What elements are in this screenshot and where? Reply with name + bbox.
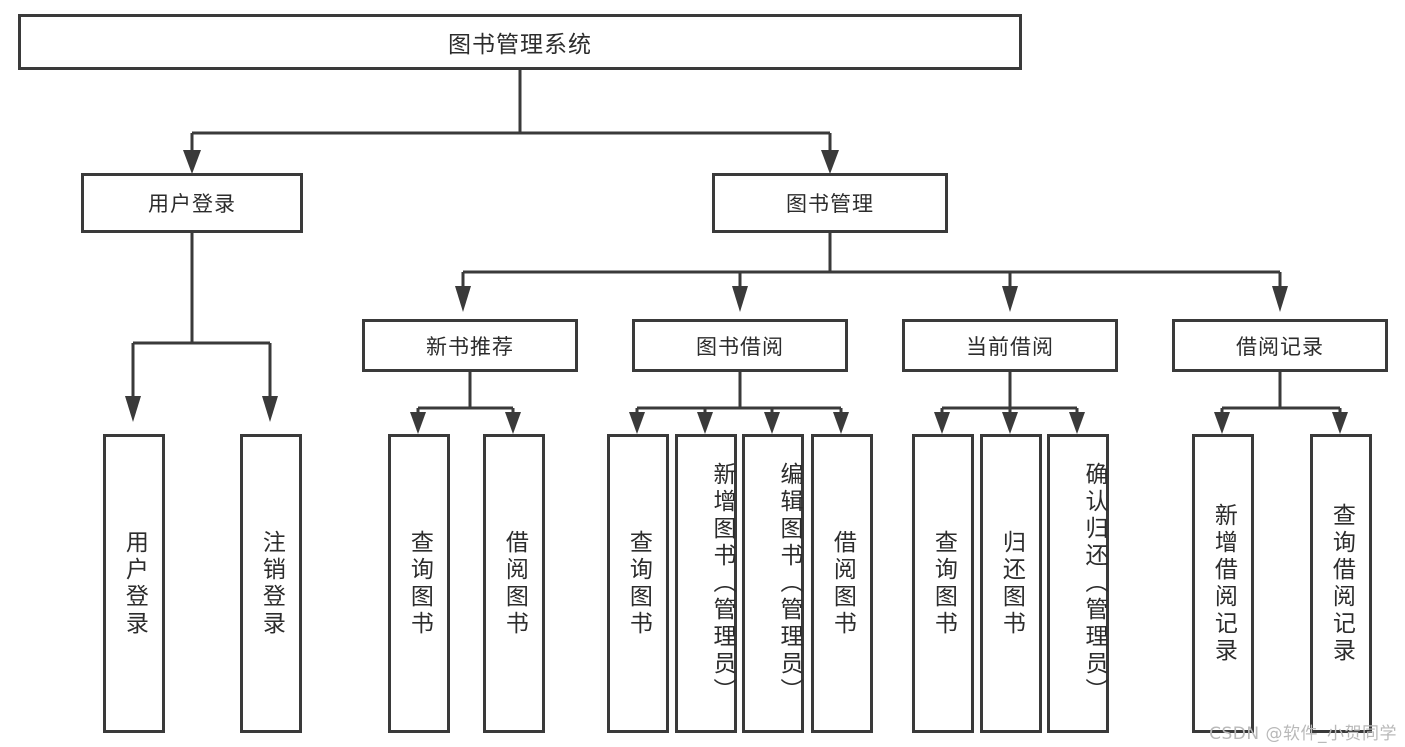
connector-new-book-rec-to-leaves xyxy=(410,372,521,434)
node-label: 借阅图书 xyxy=(829,529,856,638)
node-label: 新增借阅记录 xyxy=(1210,502,1237,665)
node-label: 当前借阅 xyxy=(966,334,1054,359)
node-new-book-recommendation[interactable]: 新书推荐 xyxy=(362,319,578,372)
node-label: 查询图书 xyxy=(406,529,433,638)
leaf-borrow-book-borrow[interactable]: 借阅图书 xyxy=(811,434,873,733)
node-current-borrow[interactable]: 当前借阅 xyxy=(902,319,1118,372)
leaf-borrow-book-new-rec[interactable]: 借阅图书 xyxy=(483,434,545,733)
node-book-management[interactable]: 图书管理 xyxy=(712,173,948,233)
leaf-query-book-current[interactable]: 查询图书 xyxy=(912,434,974,733)
node-label: 新书推荐 xyxy=(426,334,514,359)
node-label: 确认归还（管理员） xyxy=(1081,462,1107,705)
node-user-login[interactable]: 用户登录 xyxy=(81,173,303,233)
connector-borrow-record-to-leaves xyxy=(1214,372,1348,434)
node-label: 图书管理 xyxy=(786,192,874,216)
node-label: 图书借阅 xyxy=(696,334,784,359)
watermark-text: CSDN @软件_小贺同学 xyxy=(1209,724,1397,744)
connector-root-to-level1 xyxy=(183,70,839,174)
connector-book-borrow-to-leaves xyxy=(629,372,849,434)
node-label: 查询图书 xyxy=(625,529,652,638)
node-label: 借阅记录 xyxy=(1236,334,1324,359)
connector-current-borrow-to-leaves xyxy=(934,372,1085,434)
node-book-borrow[interactable]: 图书借阅 xyxy=(632,319,848,372)
node-label: 注销登录 xyxy=(258,529,285,638)
node-label: 归还图书 xyxy=(998,529,1025,638)
leaf-return-book[interactable]: 归还图书 xyxy=(980,434,1042,733)
node-label: 新增图书（管理员） xyxy=(709,462,735,705)
leaf-query-borrow-record[interactable]: 查询借阅记录 xyxy=(1310,434,1372,733)
node-label: 图书管理系统 xyxy=(448,32,592,58)
node-label: 编辑图书（管理员） xyxy=(776,462,802,705)
node-label: 用户登录 xyxy=(121,529,148,638)
leaf-add-book-admin[interactable]: 新增图书（管理员） xyxy=(675,434,737,733)
leaf-user-login[interactable]: 用户登录 xyxy=(103,434,165,733)
leaf-query-book-borrow[interactable]: 查询图书 xyxy=(607,434,669,733)
leaf-add-borrow-record[interactable]: 新增借阅记录 xyxy=(1192,434,1254,733)
node-label: 查询借阅记录 xyxy=(1328,502,1355,665)
connector-book-manage-to-level2 xyxy=(455,233,1288,312)
leaf-confirm-return-admin[interactable]: 确认归还（管理员） xyxy=(1047,434,1109,733)
node-borrow-record[interactable]: 借阅记录 xyxy=(1172,319,1388,372)
leaf-logout[interactable]: 注销登录 xyxy=(240,434,302,733)
node-label: 借阅图书 xyxy=(501,529,528,638)
node-root-book-management-system[interactable]: 图书管理系统 xyxy=(18,14,1022,70)
leaf-query-book-new-rec[interactable]: 查询图书 xyxy=(388,434,450,733)
connector-user-login-to-leaves xyxy=(125,233,278,422)
node-label: 用户登录 xyxy=(148,192,236,216)
node-label: 查询图书 xyxy=(930,529,957,638)
leaf-edit-book-admin[interactable]: 编辑图书（管理员） xyxy=(742,434,804,733)
